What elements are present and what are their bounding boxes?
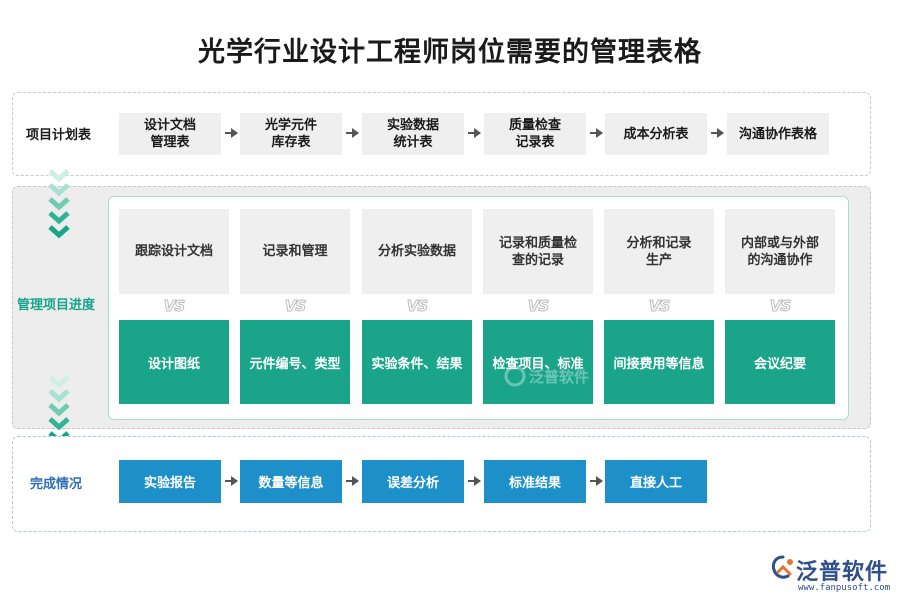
plan-item-line: 库存表 [271,135,311,150]
chevron-down-icon [48,169,70,239]
flow-arrow [711,128,724,138]
brand-name: 泛普软件 [796,560,889,585]
plan-item-line: 实验数据 [386,118,439,133]
progress-answer: 间接费用等信息 [604,320,714,404]
vs-label: VS [163,297,185,316]
question-line: 的沟通协作 [747,252,813,268]
question-line: 内部或与外部 [740,235,819,251]
plan-item-line: 质量检查 [508,118,561,133]
plan-item: 成本分析表 [605,113,707,155]
plan-row-label: 项目计划表 [26,128,92,143]
progress-answer: 元件编号、类型 [240,320,350,404]
progress-answer: 实验条件、结果 [362,320,472,404]
watermark-logo: 泛普软件 [504,365,589,387]
watermark-text: 泛普软件 [529,368,589,386]
completion-item: 误差分析 [362,460,464,503]
flow-arrow [225,128,238,138]
plan-item: 实验数据统计表 [362,113,464,155]
vs-label: VS [769,297,791,316]
plan-item-line: 成本分析表 [623,126,689,142]
brand-swirl-icon [771,555,793,579]
plan-item: 沟通协作表格 [727,113,829,155]
progress-question: 分析和记录生产 [604,209,714,294]
vs-label: VS [406,297,428,316]
question-line: 记录和质量检 [498,235,577,251]
brand-url: www.fanpusoft.com [798,583,891,593]
progress-question: 记录和管理 [240,209,350,294]
plan-item: 质量检查记录表 [484,113,586,155]
flow-arrow [346,476,359,486]
flow-arrow [590,128,603,138]
question-line: 分析实验数据 [377,244,456,259]
brand-logo: 泛普软件 www.fanpusoft.com [770,552,890,598]
question-line: 跟踪设计文档 [134,244,213,259]
flow-arrow [590,476,603,486]
plan-item-line: 设计文档 [143,118,196,133]
plan-item-line: 沟通协作表格 [738,126,817,142]
plan-item-line: 记录表 [515,135,555,150]
question-line: 查的记录 [511,252,564,268]
flow-arrow [225,476,238,486]
progress-answer: 设计图纸 [119,320,229,404]
vs-label: VS [527,297,549,316]
vs-label: VS [284,297,306,316]
completion-item: 数量等信息 [240,460,342,503]
flow-arrow [346,128,359,138]
plan-item-line: 管理表 [150,135,190,150]
progress-question: 跟踪设计文档 [119,209,229,294]
progress-question: 内部或与外部的沟通协作 [725,209,835,294]
plan-item-line: 光学元件 [264,118,317,133]
progress-answer: 检查项目、标准 [483,320,593,404]
completion-item: 直接人工 [605,460,707,503]
question-line: 生产 [645,252,672,268]
question-line: 记录和管理 [262,244,328,259]
progress-row-label: 管理项目进度 [17,298,96,313]
completion-item: 标准结果 [484,460,586,503]
plan-item-line: 统计表 [393,135,433,150]
completion-row-label: 完成情况 [30,477,83,492]
vs-label: VS [648,297,670,316]
progress-question: 分析实验数据 [362,209,472,294]
plan-item: 光学元件库存表 [240,113,342,155]
diagram-title: 光学行业设计工程师岗位需要的管理表格 [198,37,702,68]
progress-answer: 会议纪要 [725,320,835,404]
flow-arrow [468,476,481,486]
completion-item: 实验报告 [119,460,221,503]
question-line: 分析和记录 [626,235,692,251]
flow-arrow [468,128,481,138]
progress-question: 记录和质量检查的记录 [483,209,593,294]
plan-item: 设计文档管理表 [119,113,221,155]
